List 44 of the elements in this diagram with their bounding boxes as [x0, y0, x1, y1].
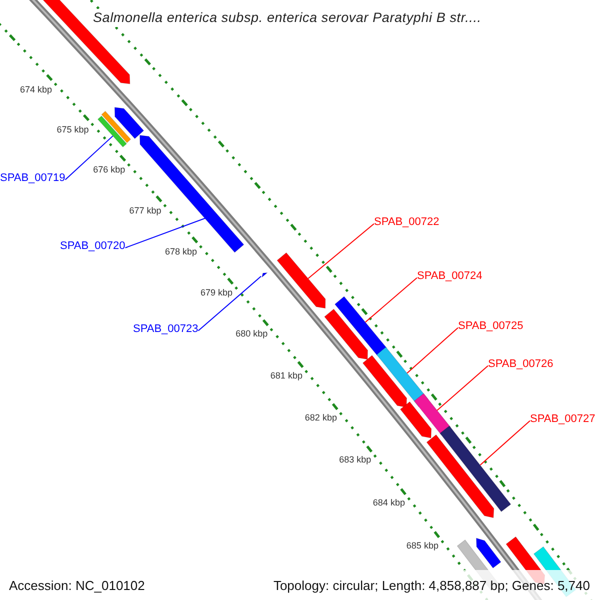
leader-line	[308, 223, 374, 279]
gene-feature	[114, 107, 144, 140]
genome-info-text: Topology: circular; Length: 4,858,887 bp; Genes: 5,740	[273, 577, 590, 595]
gene-label: SPAB_00723	[133, 323, 198, 336]
scale-label: 684 kbp	[372, 497, 405, 508]
gene-label: SPAB_00720	[60, 240, 126, 253]
gene-label: SPAB_00726	[488, 358, 554, 371]
scale-label: 677 kbp	[129, 205, 162, 216]
gene-label: SPAB_00727	[530, 413, 596, 426]
leader-line	[364, 277, 418, 323]
scale-label: 680 kbp	[236, 328, 268, 340]
scale-label: 682 kbp	[304, 412, 337, 424]
gene-feature	[101, 110, 132, 144]
leader-line	[64, 135, 114, 180]
scale-label: 685 kbp	[406, 540, 438, 552]
accession-text: Accession: NC_010102	[9, 577, 145, 595]
leader-line	[198, 276, 262, 332]
gene-feature	[440, 425, 512, 512]
leader-line	[436, 365, 488, 411]
leader-line	[124, 218, 206, 248]
gene-label: SPAB_00724	[417, 270, 482, 283]
gene-label: SPAB_00719	[0, 172, 66, 185]
gene-feature	[426, 434, 494, 518]
scale-label: 683 kbp	[339, 454, 372, 466]
scale-label: 674 kbp	[20, 84, 52, 96]
leader-line	[406, 327, 458, 374]
gene-feature	[276, 252, 326, 309]
gene-feature	[362, 354, 407, 408]
gene-label: SPAB_00725	[458, 320, 524, 333]
gene-feature	[97, 116, 128, 148]
gene-label: SPAB_00722	[374, 216, 440, 229]
scale-label: 675 kbp	[56, 124, 89, 136]
scale-label: 679 kbp	[200, 288, 232, 299]
gene-feature	[334, 296, 388, 356]
gene-feature	[400, 401, 432, 438]
scale-label: 681 kbp	[270, 370, 302, 382]
leader-line	[480, 420, 530, 466]
gene-feature	[262, 272, 268, 278]
gene-feature	[324, 308, 368, 360]
gene-feature	[414, 393, 452, 436]
title: Salmonella enterica subsp. enterica serovar Paratyphi B str....	[92, 9, 482, 27]
gene-feature	[476, 538, 502, 568]
scale-label: 676 kbp	[93, 164, 126, 176]
scale-label: 678 kbp	[165, 246, 198, 258]
